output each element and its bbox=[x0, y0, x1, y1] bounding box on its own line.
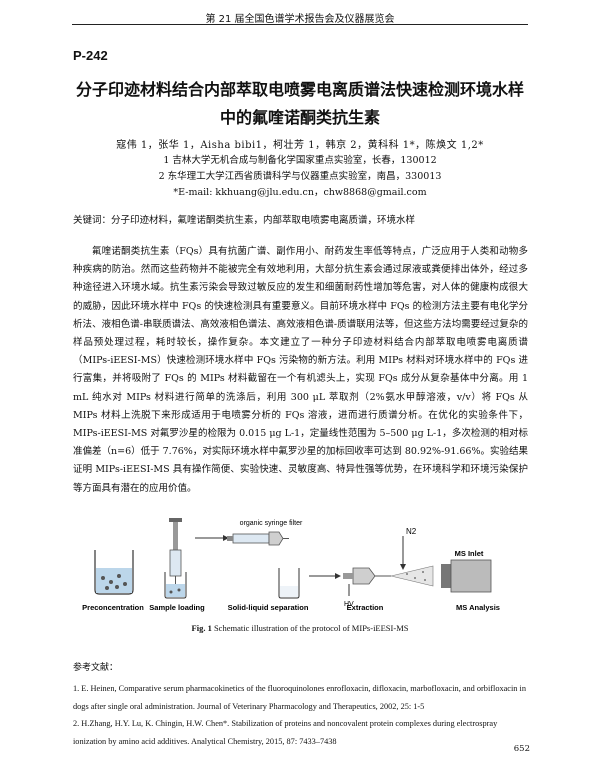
page-number: 652 bbox=[513, 744, 530, 754]
caption-label: Fig. 1 bbox=[191, 623, 212, 633]
step-label-sample-loading: Sample loading bbox=[149, 603, 205, 612]
nitrogen-line-icon bbox=[400, 536, 406, 570]
abstract-paragraph: 氟喹诺酮类抗生素（FQs）具有抗菌广谱、副作用小、耐药发生率低等特点，广泛应用于… bbox=[73, 246, 528, 494]
syringe-filter-icon bbox=[227, 531, 289, 546]
step-label-separation: Solid-liquid separation bbox=[228, 603, 309, 612]
ms-inlet-icon bbox=[441, 559, 492, 593]
beaker-icon bbox=[94, 550, 134, 595]
n2-label: N2 bbox=[406, 527, 417, 536]
spray-plume-icon bbox=[390, 565, 434, 587]
figure-caption: Fig. 1 Schematic illustration of the pro… bbox=[0, 623, 600, 633]
step-label-extraction: Extraction bbox=[347, 603, 384, 612]
caption-text: Schematic illustration of the protocol o… bbox=[211, 623, 409, 633]
step-label-ms-analysis: MS Analysis bbox=[456, 603, 500, 612]
extraction-filter-icon bbox=[343, 567, 391, 596]
syringe-icon bbox=[169, 518, 182, 586]
affiliation-1: 1 吉林大学无机合成与制备化学国家重点实验室，长春，130012 bbox=[163, 155, 437, 166]
header-rule bbox=[72, 24, 528, 25]
reference-item: 1. E. Heinen, Comparative serum pharmaco… bbox=[73, 684, 526, 711]
paper-id: P-242 bbox=[73, 48, 108, 63]
ms-inlet-label: MS Inlet bbox=[455, 549, 484, 558]
paper-title: 分子印迹材料结合内部萃取电喷雾电离质谱法快速检测环境水样 中的氟喹诺酮类抗生素 bbox=[60, 76, 540, 132]
vial-icon bbox=[164, 572, 187, 599]
hv-label: HV bbox=[344, 601, 354, 608]
schematic-diagram: organic syringe filter HV N2 bbox=[82, 518, 500, 612]
references-list: 1. E. Heinen, Comparative serum pharmaco… bbox=[73, 680, 528, 750]
step-label-preconcentration: Preconcentration bbox=[82, 603, 144, 612]
keywords: 关键词：分子印迹材料，氟喹诺酮类抗生素，内部萃取电喷雾电离质谱，环境水样 bbox=[73, 215, 416, 226]
affiliation-2: 2 东华理工大学江西省质谱科学与仪器重点实验室，南昌，330013 bbox=[158, 171, 442, 182]
title-line-1: 分子印迹材料结合内部萃取电喷雾电离质谱法快速检测环境水样 bbox=[75, 80, 524, 99]
title-line-2: 中的氟喹诺酮类抗生素 bbox=[219, 108, 380, 127]
figure-1: organic syringe filter HV N2 bbox=[73, 516, 528, 612]
authors: 寇伟 1，张华 1，Aisha bibi1，柯壮芳 1，韩京 2，黄科科 1*，… bbox=[116, 140, 484, 151]
collection-vial-icon bbox=[278, 568, 300, 599]
email-line: *E-mail: kkhuang@jlu.edu.cn，chw8868@gmai… bbox=[173, 187, 427, 198]
references-title: 参考文献： bbox=[73, 663, 119, 673]
reference-item: 2. H.Zhang, H.Y. Lu, K. Chingin, H.W. Ch… bbox=[73, 719, 498, 746]
running-header: 第 21 届全国色谱学术报告会及仪器展览会 bbox=[205, 14, 395, 25]
filter-label: organic syringe filter bbox=[240, 520, 303, 527]
